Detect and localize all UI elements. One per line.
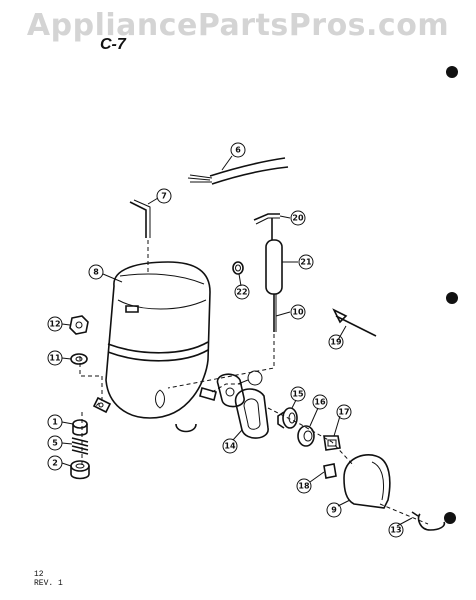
svg-text:5: 5 bbox=[52, 439, 58, 448]
callout-20: 21 bbox=[298, 254, 314, 270]
svg-text:14: 14 bbox=[224, 442, 236, 451]
svg-text:13: 13 bbox=[390, 526, 401, 535]
callout-4: 5 bbox=[47, 435, 63, 451]
callout-19: 20 bbox=[290, 210, 306, 226]
process-tube bbox=[129, 199, 151, 238]
svg-text:9: 9 bbox=[331, 506, 337, 515]
callout-17: 18 bbox=[296, 478, 312, 494]
terminal-plug bbox=[323, 463, 337, 479]
leader-grommet-stack bbox=[79, 356, 103, 407]
mount-stud bbox=[72, 419, 88, 436]
callout-7: 8 bbox=[88, 264, 104, 280]
svg-text:2: 2 bbox=[52, 459, 58, 468]
callout-10: 10 bbox=[290, 304, 306, 320]
callout-8: 11 bbox=[47, 350, 63, 366]
svg-text:10: 10 bbox=[292, 308, 304, 317]
svg-text:22: 22 bbox=[236, 288, 247, 297]
terminal-fitting bbox=[323, 435, 341, 451]
terminal-overload bbox=[277, 407, 298, 429]
callout-5: 6 bbox=[230, 142, 246, 158]
terminal-relay bbox=[297, 425, 315, 447]
terminal-cover bbox=[343, 454, 391, 509]
page-number: 12 bbox=[34, 570, 44, 579]
svg-text:17: 17 bbox=[338, 408, 349, 417]
grommet bbox=[70, 460, 90, 480]
callout-2: 2 bbox=[47, 455, 63, 471]
svg-text:6: 6 bbox=[235, 146, 241, 155]
page-footer: 12 REV. 1 bbox=[34, 570, 63, 588]
callout-1: 1 bbox=[47, 414, 63, 430]
leader-terminal-stack bbox=[267, 407, 355, 467]
gasket-small bbox=[216, 373, 245, 408]
callout-11: 9 bbox=[326, 502, 342, 518]
callout-15: 16 bbox=[312, 394, 328, 410]
svg-text:20: 20 bbox=[292, 214, 304, 223]
washer bbox=[70, 353, 88, 365]
watermark: AppliancePartsPros.com bbox=[26, 8, 450, 43]
callout-18: 19 bbox=[328, 334, 344, 350]
nut bbox=[69, 315, 89, 335]
ring bbox=[232, 261, 244, 275]
callout-6: 7 bbox=[156, 188, 172, 204]
svg-text:12: 12 bbox=[49, 320, 60, 329]
svg-text:11: 11 bbox=[49, 354, 61, 363]
callout-leaders bbox=[61, 155, 413, 527]
svg-text:8: 8 bbox=[93, 268, 99, 277]
binder-hole-top bbox=[446, 66, 458, 78]
filter-drier bbox=[253, 213, 283, 332]
svg-text:16: 16 bbox=[314, 398, 326, 407]
binder-hole-middle bbox=[446, 292, 458, 304]
callout-9: 12 bbox=[47, 316, 63, 332]
svg-text:21: 21 bbox=[300, 258, 312, 267]
callout-22 bbox=[247, 370, 263, 386]
callout-21: 22 bbox=[234, 284, 250, 300]
callout-12: 13 bbox=[388, 522, 404, 538]
svg-text:19: 19 bbox=[330, 338, 342, 347]
callout-14: 15 bbox=[290, 386, 306, 402]
revision-label: REV. 1 bbox=[34, 579, 63, 588]
wire-harness bbox=[187, 157, 289, 185]
spring bbox=[71, 437, 89, 455]
gasket-large bbox=[234, 388, 269, 439]
leader-cover-to-clip bbox=[379, 503, 429, 525]
svg-text:18: 18 bbox=[298, 482, 310, 491]
callout-13: 14 bbox=[222, 438, 238, 454]
leader-drier-to-compressor bbox=[167, 334, 275, 389]
svg-text:7: 7 bbox=[161, 192, 167, 201]
clip bbox=[411, 511, 446, 531]
sheet-code: C-7 bbox=[100, 36, 126, 53]
compressor bbox=[92, 261, 217, 433]
callout-16: 17 bbox=[336, 404, 352, 420]
svg-text:15: 15 bbox=[292, 390, 304, 399]
binder-hole-bottom bbox=[444, 512, 456, 524]
svg-text:1: 1 bbox=[52, 418, 58, 427]
pin bbox=[332, 308, 377, 337]
